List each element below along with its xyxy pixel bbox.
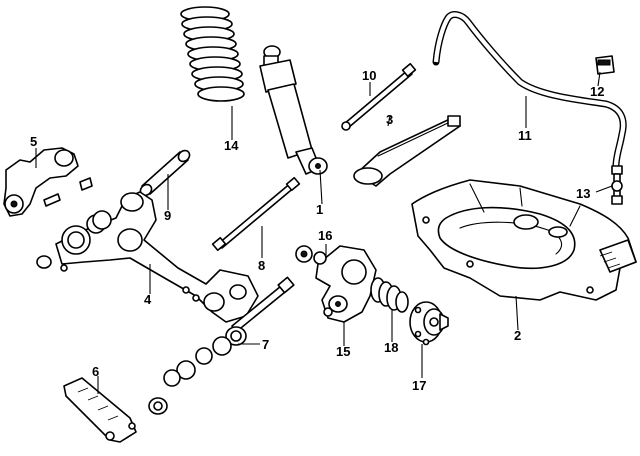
pivot-rod[interactable] [211, 176, 301, 252]
callout-15: 15 [336, 344, 350, 359]
callout-7: 7 [262, 337, 269, 352]
shock-absorber[interactable] [259, 45, 328, 175]
callout-2: 2 [514, 328, 521, 343]
coil-spring[interactable] [180, 6, 245, 102]
lateral-link-with-washers[interactable] [148, 276, 295, 415]
stabilizer-bushing[interactable] [595, 55, 615, 75]
callout-9: 9 [164, 208, 171, 223]
callout-12: 12 [590, 84, 604, 99]
stabilizer-link[interactable] [611, 165, 623, 205]
callout-10: 10 [362, 68, 376, 83]
rear-subframe[interactable] [411, 179, 637, 301]
leader-lines [35, 71, 613, 394]
mounting-plate[interactable] [63, 377, 137, 443]
callout-1: 1 [316, 202, 323, 217]
callout-16: 16 [318, 228, 332, 243]
wheel-bearing[interactable] [370, 277, 409, 313]
trailing-arm[interactable] [55, 191, 259, 323]
callout-3: 3 [386, 112, 393, 127]
knuckle-bracket[interactable] [3, 147, 93, 217]
strut-rod[interactable] [341, 62, 417, 131]
hub-carrier[interactable] [315, 245, 377, 323]
hub-nut[interactable] [295, 245, 327, 265]
callout-11: 11 [518, 128, 532, 143]
callout-6: 6 [92, 364, 99, 379]
stabilizer-bar[interactable] [432, 11, 627, 170]
bushing-sleeve[interactable] [138, 148, 192, 197]
callout-labels: 1 2 3 4 5 6 7 8 9 10 11 12 13 14 15 16 1… [30, 68, 604, 393]
wheel-hub[interactable] [409, 301, 449, 346]
arm-bushing-rings[interactable] [36, 210, 112, 272]
callout-4: 4 [144, 292, 152, 307]
callout-17: 17 [412, 378, 426, 393]
callout-8: 8 [258, 258, 265, 273]
support-bracket[interactable] [353, 115, 461, 187]
callout-18: 18 [384, 340, 398, 355]
callout-13: 13 [576, 186, 590, 201]
callout-5: 5 [30, 134, 37, 149]
callout-14: 14 [224, 138, 239, 153]
